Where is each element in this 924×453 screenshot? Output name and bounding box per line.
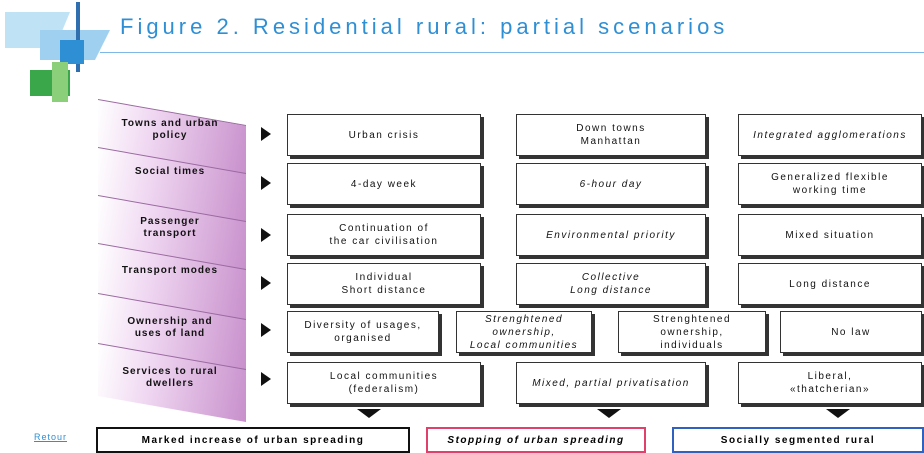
scenario-cell: Mixed situation — [738, 214, 922, 256]
arrow-down-icon — [357, 409, 381, 418]
scenario-cell: Urban crisis — [287, 114, 481, 156]
row-label: Ownership and uses of land — [127, 316, 213, 339]
outcome-segmented-rural: Socially segmented rural — [672, 427, 924, 453]
scenario-cell: Local communities (federalism) — [287, 362, 481, 404]
scenario-cell: 4-day week — [287, 163, 481, 205]
scenario-cell: Individual Short distance — [287, 263, 481, 305]
arrow-right-icon — [261, 276, 271, 290]
scenario-cell: Strenghtened ownership, individuals — [618, 311, 766, 353]
scenario-cell: Generalized flexible working time — [738, 163, 922, 205]
outcome-urban-spreading: Marked increase of urban spreading — [96, 427, 410, 453]
retour-link[interactable]: Retour — [34, 432, 68, 442]
row-label: Services to rural dwellers — [122, 366, 218, 389]
scenario-cell: Strenghtened ownership, Local communitie… — [456, 311, 592, 353]
scenario-cell: Continuation of the car civilisation — [287, 214, 481, 256]
scenario-cell: Integrated agglomerations — [738, 114, 922, 156]
row-label: Passenger transport — [140, 216, 200, 239]
arrow-right-icon — [261, 372, 271, 386]
logo-icon — [5, 2, 110, 102]
row-label: Social times — [134, 166, 206, 177]
title-rule — [100, 52, 924, 53]
scenario-cell: 6-hour day — [516, 163, 706, 205]
arrow-down-icon — [597, 409, 621, 418]
arrow-right-icon — [261, 127, 271, 141]
row-label: Transport modes — [121, 265, 219, 276]
scenario-cell: Diversity of usages, organised — [287, 311, 439, 353]
arrow-right-icon — [261, 323, 271, 337]
scenario-cell: Mixed, partial privatisation — [516, 362, 706, 404]
scenario-cell: No law — [780, 311, 922, 353]
scenario-cell: Liberal, «thatcherian» — [738, 362, 922, 404]
scenario-cell: Down towns Manhattan — [516, 114, 706, 156]
page-title: Figure 2. Residential rural: partial sce… — [120, 14, 729, 39]
scenario-cell: Environmental priority — [516, 214, 706, 256]
arrow-right-icon — [261, 228, 271, 242]
arrow-right-icon — [261, 176, 271, 190]
outcome-stopping-spreading: Stopping of urban spreading — [426, 427, 646, 453]
arrow-down-icon — [826, 409, 850, 418]
row-label: Towns and urban policy — [121, 118, 219, 141]
scenario-cell: Collective Long distance — [516, 263, 706, 305]
scenario-cell: Long distance — [738, 263, 922, 305]
